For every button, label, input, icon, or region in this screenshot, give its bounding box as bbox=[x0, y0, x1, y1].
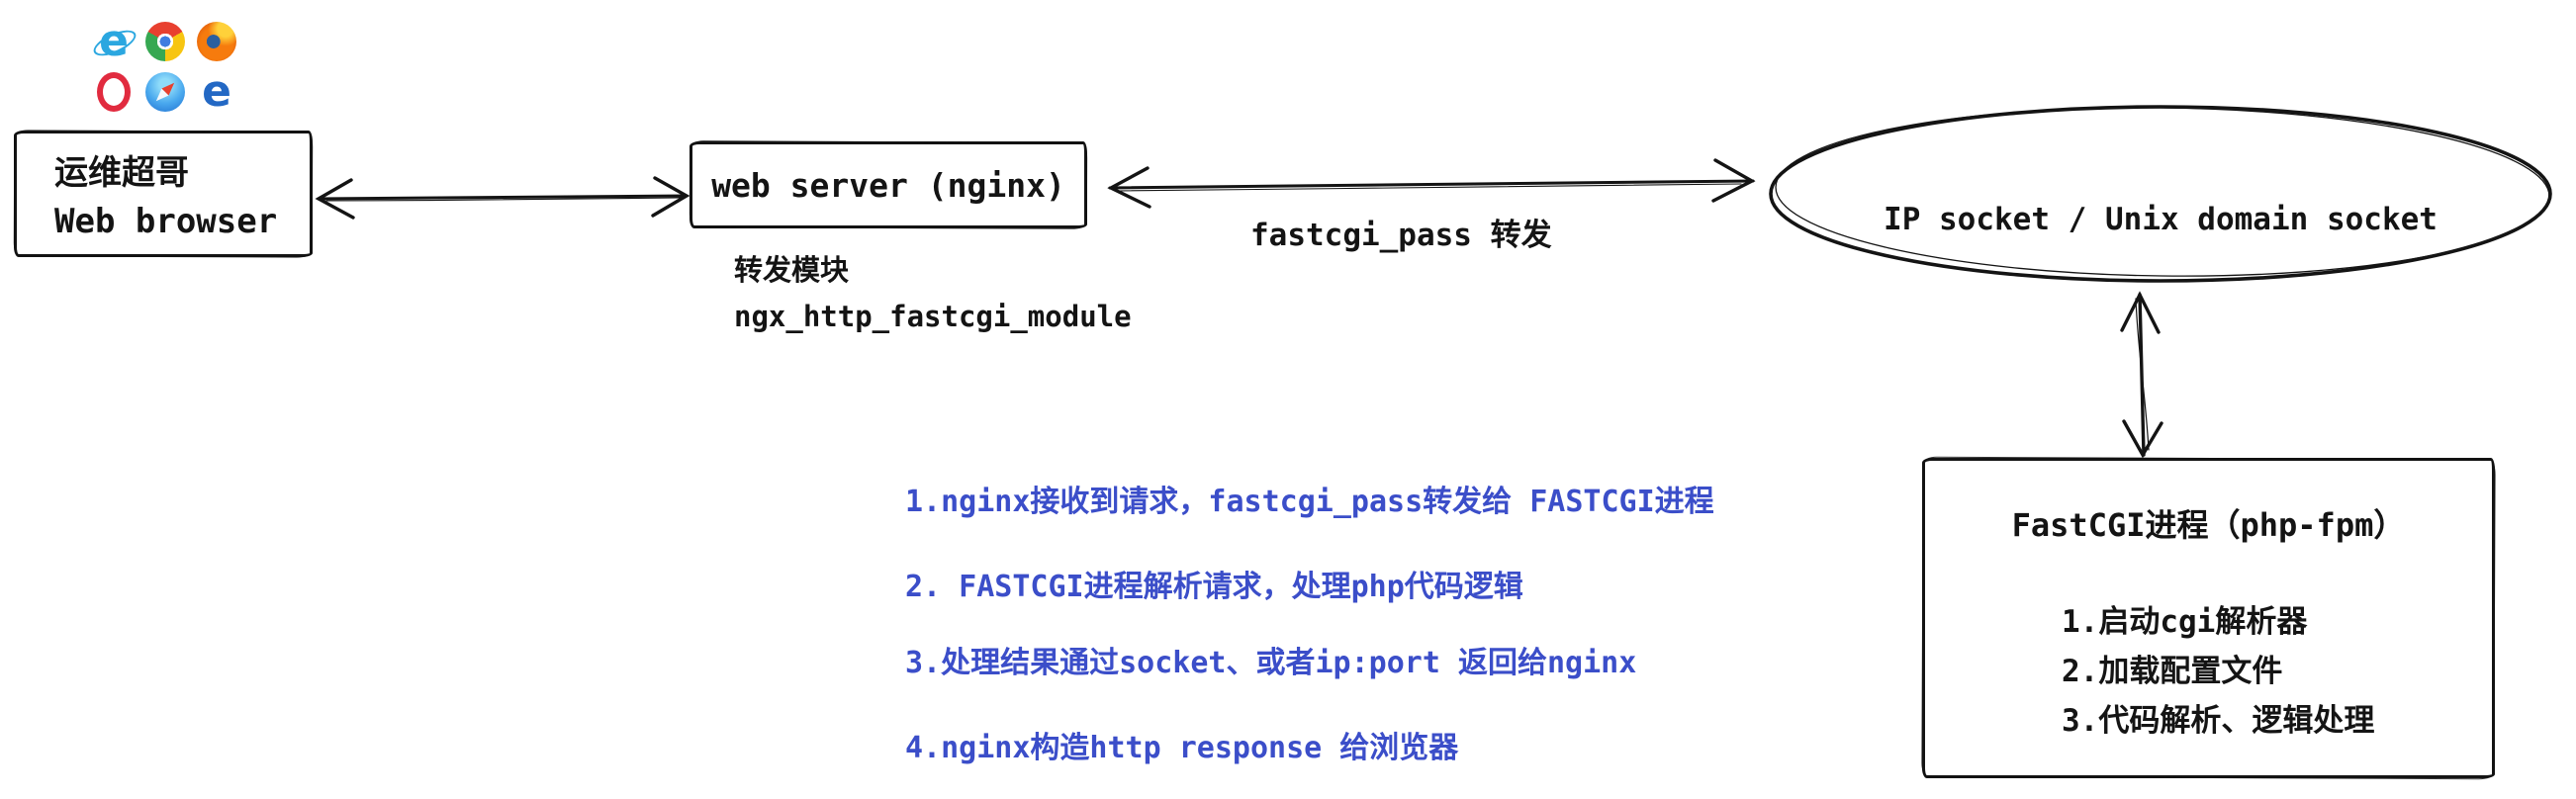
client-name-label: 运维超哥 bbox=[54, 153, 189, 193]
fastcgi-step: 3.代码解析、逻辑处理 bbox=[2062, 703, 2375, 739]
socket-ellipse bbox=[1769, 105, 2552, 283]
internet-explorer-icon: e bbox=[94, 20, 134, 63]
client-webserver-arrow bbox=[315, 176, 690, 220]
flow-note-2: 2. FASTCGI进程解析请求，处理php代码逻辑 bbox=[905, 570, 1523, 604]
web-browser-label: Web browser bbox=[54, 202, 278, 241]
opera-icon bbox=[97, 72, 131, 112]
socket-fastcgi-arrow bbox=[2120, 291, 2163, 459]
webserver-socket-arrow bbox=[1107, 158, 1756, 209]
flow-note-3: 3.处理结果通过socket、或者ip:port 返回给nginx bbox=[905, 646, 1637, 680]
fastcgi-steps-list: 1.启动cgi解析器 2.加载配置文件 3.代码解析、逻辑处理 bbox=[2062, 597, 2492, 746]
fastcgi-process-box: FastCGI进程（php-fpm） 1.启动cgi解析器 2.加载配置文件 3… bbox=[1922, 458, 2495, 778]
module-note-line2: ngx_http_fastcgi_module bbox=[734, 300, 1132, 333]
module-note-line1: 转发模块 bbox=[734, 253, 850, 287]
fastcgi-step: 1.启动cgi解析器 bbox=[2062, 604, 2308, 640]
edge-icon: e bbox=[202, 66, 231, 117]
flow-note-4: 4.nginx构造http response 给浏览器 bbox=[905, 731, 1459, 765]
fastcgi-box-title: FastCGI进程（php-fpm） bbox=[2011, 506, 2406, 544]
forward-module-note: 转发模块 ngx_http_fastcgi_module bbox=[734, 247, 1132, 340]
socket-ellipse-label: IP socket / Unix domain socket bbox=[1884, 202, 2438, 237]
flow-note-1: 1.nginx接收到请求，fastcgi_pass转发给 FASTCGI进程 bbox=[905, 485, 1714, 519]
safari-icon bbox=[145, 72, 185, 112]
browser-icons-cluster: e e bbox=[94, 20, 236, 117]
fastcgi-pass-edge-label: fastcgi_pass 转发 bbox=[1250, 218, 1552, 253]
web-server-label: web server (nginx) bbox=[711, 165, 1065, 205]
fastcgi-step: 2.加载配置文件 bbox=[2062, 654, 2283, 689]
chrome-icon bbox=[145, 22, 185, 61]
firefox-icon bbox=[197, 22, 236, 61]
web-server-box: web server (nginx) bbox=[690, 141, 1087, 228]
client-browser-box: 运维超哥 Web browser bbox=[14, 131, 313, 257]
